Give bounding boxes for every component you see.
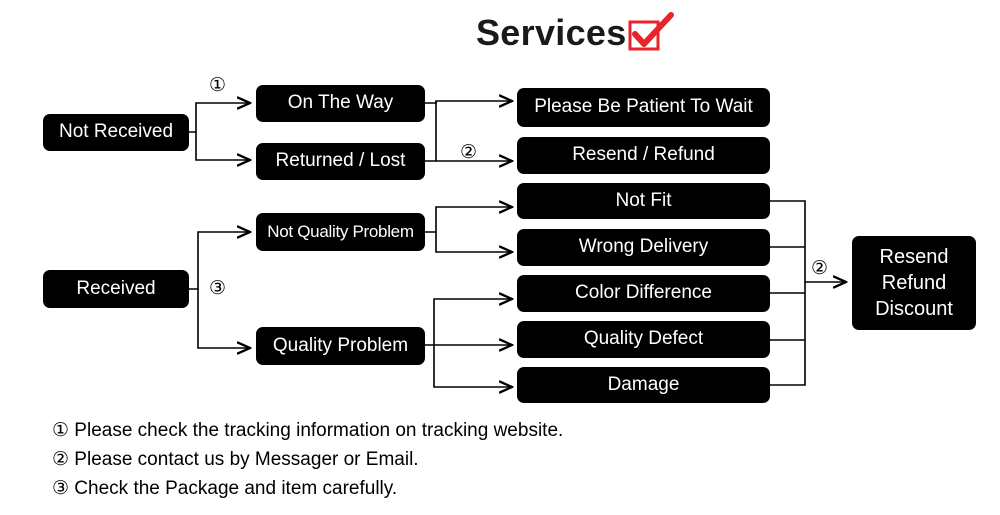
node-color-difference: Color Difference [517, 275, 770, 312]
node-returned-lost: Returned / Lost [256, 143, 425, 180]
step-marker-1: ① [209, 75, 227, 96]
outcome-discount: Discount [875, 298, 953, 320]
node-wrong-delivery: Wrong Delivery [517, 229, 770, 266]
note-check-package: ③ Check the Package and item carefully. [52, 478, 398, 499]
step-marker-2: ② [460, 142, 478, 163]
page-title: Services [476, 12, 627, 53]
node-resend-refund: Resend / Refund [517, 137, 770, 174]
node-quality-problem: Quality Problem [256, 327, 425, 365]
outcome-resend: Resend [879, 246, 949, 268]
note-tracking: ① Please check the tracking information … [52, 420, 564, 441]
outcome-refund: Refund [881, 272, 947, 294]
node-quality-defect: Quality Defect [517, 321, 770, 358]
checkmark-box-icon [628, 12, 674, 51]
note-contact: ② Please contact us by Messager or Email… [52, 449, 419, 470]
step-marker-3: ③ [209, 278, 227, 299]
node-damage: Damage [517, 367, 770, 403]
node-not-quality-problem: Not Quality Problem [256, 213, 425, 251]
node-not-received: Not Received [43, 114, 189, 151]
footnotes: ① Please check the tracking information … [52, 416, 563, 503]
node-received: Received [43, 270, 189, 308]
node-please-wait: Please Be Patient To Wait [517, 88, 770, 127]
node-not-fit: Not Fit [517, 183, 770, 219]
step-marker-2-outcome: ② [811, 258, 829, 279]
node-on-the-way: On The Way [256, 85, 425, 122]
node-outcome: Resend Refund Discount [852, 236, 976, 330]
